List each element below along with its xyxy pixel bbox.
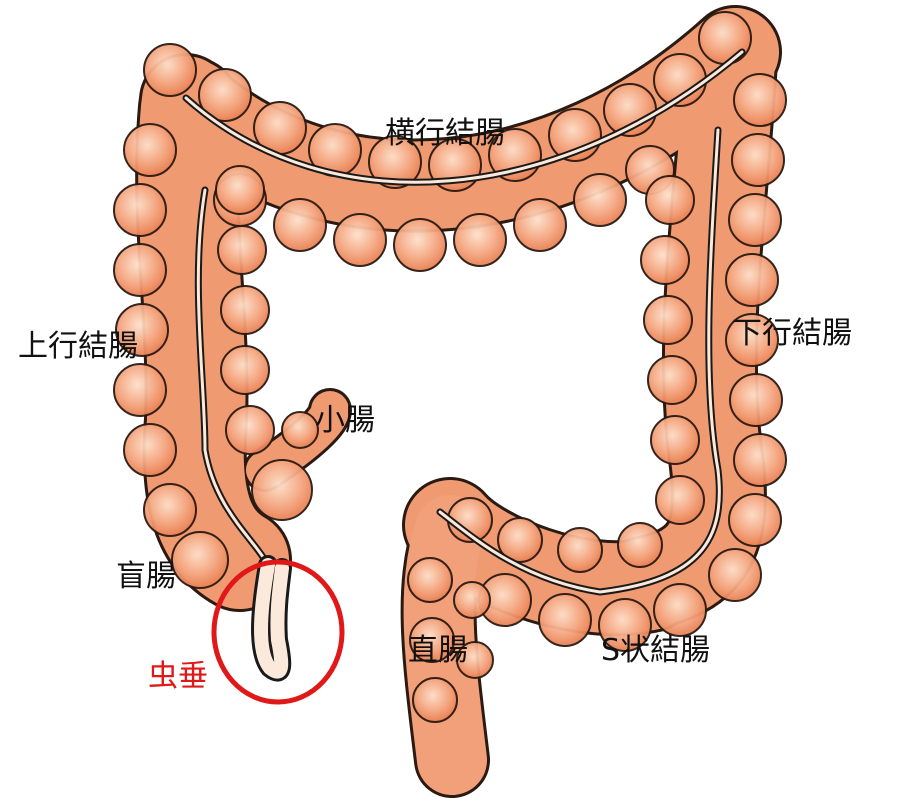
haustrum-bump [640, 235, 690, 285]
label-cecum: 盲腸 [116, 559, 176, 594]
haustrum-bump [725, 313, 779, 367]
haustrum-bump [333, 213, 387, 267]
haustrum-bump [453, 581, 491, 619]
haustrum-bump [220, 285, 270, 335]
label-appendix: 虫垂 [148, 659, 208, 694]
haustrum-bump [215, 165, 265, 215]
haustrum-bump [368, 135, 422, 189]
haustrum-bump [617, 522, 663, 568]
haustrum-bump [113, 243, 167, 297]
haustrum-bump [412, 677, 458, 723]
haustrum-bump [143, 483, 197, 537]
haustrum-bump [273, 198, 327, 252]
haustrum-bump [281, 411, 319, 449]
haustrum-bump [731, 133, 785, 187]
haustrum-bump [198, 68, 252, 122]
haustrum-bump [647, 355, 697, 405]
haustrum-bump [115, 303, 169, 357]
label-sigmoid-colon: S状結腸 [601, 633, 711, 668]
haustrum-bump [698, 11, 752, 65]
haustrum-bump [123, 123, 177, 177]
haustrum-bump [653, 583, 707, 637]
haustrum-bump [728, 193, 782, 247]
haustrum-bump [645, 175, 695, 225]
haustrum-bump [171, 531, 229, 589]
haustrum-bump [225, 405, 275, 455]
haustrum-bump [655, 475, 705, 525]
haustrum-bump [497, 517, 543, 563]
label-descending-colon: 下行結腸 [732, 316, 852, 351]
label-small-intestine: 小腸 [315, 403, 375, 438]
haustrum-bump [513, 198, 567, 252]
haustrum-bump [113, 183, 167, 237]
haustrum-bump [409, 617, 455, 663]
label-ascending-colon: 上行結腸 [18, 329, 138, 364]
haustrum-bump [456, 641, 494, 679]
haustrum-bump [598, 598, 652, 652]
haustrum-bump [733, 73, 787, 127]
haustrum-bump [708, 548, 762, 602]
haustrum-bump [557, 527, 603, 573]
label-transverse-colon: 横行結腸 [385, 116, 505, 151]
haustrum-bump [143, 43, 197, 97]
haustrum-bump [573, 173, 627, 227]
haustrum-bump [729, 373, 783, 427]
colon-center-line [182, 48, 746, 596]
haustrum-bump [393, 218, 447, 272]
haustrum-bump [220, 345, 270, 395]
label-rectum: 直腸 [408, 633, 468, 668]
haustrum-bump [113, 363, 167, 417]
haustrum-bump [733, 433, 787, 487]
appendix-shape [251, 555, 292, 682]
haustrum-bump [728, 493, 782, 547]
haustrum-bump [650, 415, 700, 465]
haustrum-bump [407, 557, 453, 603]
colon-haustra [113, 11, 787, 723]
haustrum-bump [217, 225, 267, 275]
haustrum-bump [123, 423, 177, 477]
appendix-highlight-circle [211, 559, 345, 705]
haustrum-bump [538, 593, 592, 647]
haustrum-bump [251, 459, 313, 521]
haustrum-bump [643, 295, 693, 345]
haustrum-bump [453, 213, 507, 267]
haustrum-bump [725, 253, 779, 307]
